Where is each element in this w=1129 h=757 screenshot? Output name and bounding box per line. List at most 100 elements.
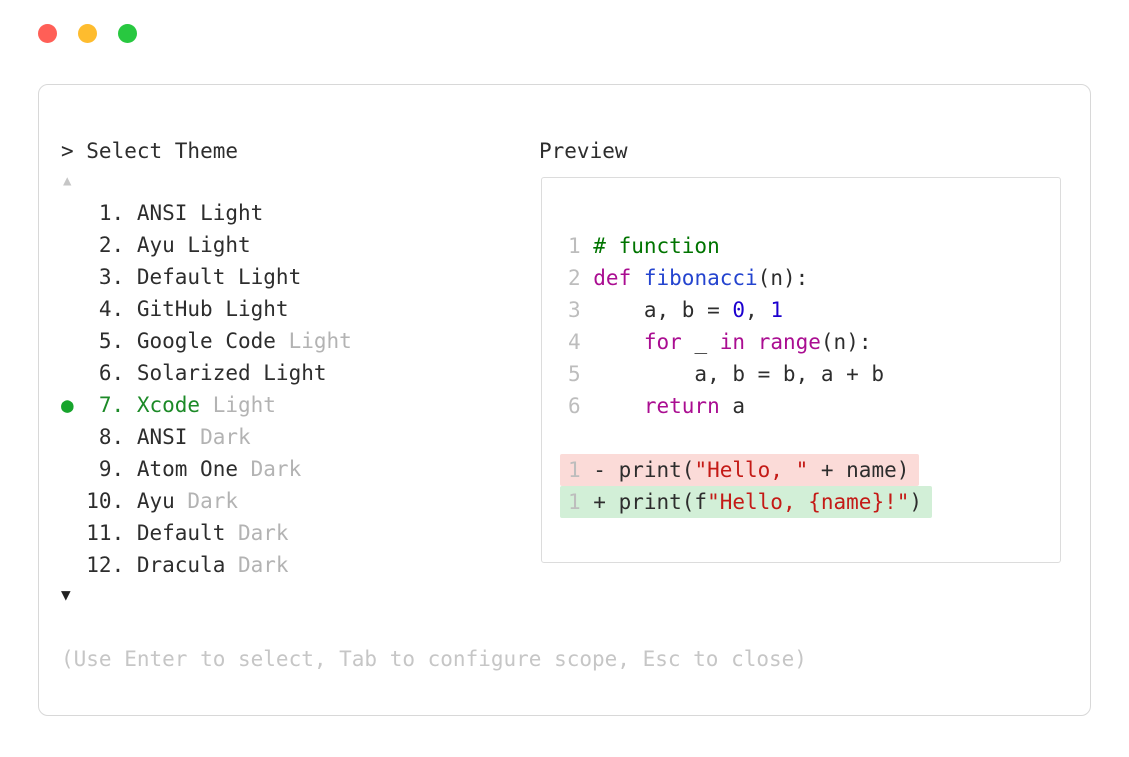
theme-item-google-code-light[interactable]: 5. Google Code Light — [61, 325, 352, 357]
theme-number: 12. — [86, 553, 125, 577]
line-number: 6 — [568, 394, 581, 418]
theme-item-solarized-light[interactable]: 6. Solarized Light — [61, 357, 352, 389]
line-number: 2 — [568, 266, 581, 290]
theme-item-default-light[interactable]: 3. Default Light — [61, 261, 352, 293]
theme-number: 3. — [98, 265, 125, 289]
theme-name: Xcode — [136, 393, 201, 417]
theme-item-ayu-light[interactable]: 2. Ayu Light — [61, 229, 352, 261]
theme-number: 6. — [98, 361, 125, 385]
scroll-up-indicator[interactable]: ▲ — [63, 173, 72, 189]
theme-item-atom-one-dark[interactable]: 9. Atom One Dark — [61, 453, 352, 485]
theme-item-ansi-light[interactable]: 1. ANSI Light — [61, 197, 352, 229]
theme-number: 10. — [86, 489, 125, 513]
line-number: 1 — [568, 234, 581, 258]
theme-suffix: Dark — [250, 457, 302, 481]
theme-name: Atom One — [136, 457, 238, 481]
select-theme-prompt: > Select Theme — [61, 139, 239, 163]
scroll-down-indicator[interactable]: ▼ — [61, 585, 71, 604]
code-token: range — [757, 330, 821, 354]
code-token — [593, 330, 644, 354]
code-token: "Hello, " — [694, 458, 809, 482]
code-token — [593, 394, 644, 418]
zoom-window-button[interactable] — [118, 24, 137, 43]
theme-item-xcode-light[interactable]: ● 7. Xcode Light — [61, 389, 352, 421]
theme-name: Ayu — [136, 233, 175, 257]
theme-number: 2. — [98, 233, 125, 257]
close-window-button[interactable] — [38, 24, 57, 43]
code-token — [631, 266, 644, 290]
theme-suffix: Light — [225, 297, 289, 321]
theme-number: 5. — [98, 329, 125, 353]
minimize-window-button[interactable] — [78, 24, 97, 43]
theme-number: 11. — [86, 521, 125, 545]
code-token: print(f — [618, 490, 708, 514]
theme-item-default-dark[interactable]: 11. Default Dark — [61, 517, 352, 549]
code-token: def — [593, 266, 632, 290]
line-number: 5 — [568, 362, 581, 386]
code-token: a, b = b, a + b — [593, 362, 885, 386]
code-line: 6 return a — [568, 390, 1060, 422]
code-token: (n): — [757, 266, 809, 290]
code-token: a, b = — [593, 298, 733, 322]
selected-marker-icon: ● — [61, 393, 74, 417]
theme-name: GitHub — [136, 297, 213, 321]
theme-item-github-light[interactable]: 4. GitHub Light — [61, 293, 352, 325]
preview-heading: Preview — [539, 139, 628, 163]
line-number: 1 — [568, 490, 581, 514]
theme-number: 4. — [98, 297, 125, 321]
theme-name: Default — [136, 265, 226, 289]
code-line: 3 a, b = 0, 1 — [568, 294, 1060, 326]
code-token: , — [745, 298, 771, 322]
theme-suffix: Light — [238, 265, 302, 289]
theme-suffix: Dark — [200, 425, 251, 449]
code-line: 5 a, b = b, a + b — [568, 358, 1060, 390]
code-token: # function — [593, 234, 720, 258]
theme-suffix: Dark — [238, 521, 289, 545]
theme-number: 8. — [98, 425, 125, 449]
diff-sign: + — [593, 490, 619, 514]
theme-suffix: Light — [288, 329, 352, 353]
theme-number: 9. — [98, 457, 125, 481]
line-number: 1 — [568, 458, 581, 482]
blank-line — [568, 422, 1060, 454]
diff-sign: - — [593, 458, 619, 482]
theme-suffix: Light — [187, 233, 251, 257]
diff-added-line: 1 + print(f"Hello, {name}!") — [560, 486, 933, 518]
theme-name: Default — [136, 521, 226, 545]
theme-suffix: Dark — [238, 553, 289, 577]
code-token: + name) — [808, 458, 910, 482]
code-token — [745, 330, 758, 354]
theme-name: Ayu — [136, 489, 175, 513]
code-token: 1 — [770, 298, 783, 322]
theme-item-dracula-dark[interactable]: 12. Dracula Dark — [61, 549, 352, 581]
theme-suffix: Light — [212, 393, 276, 417]
theme-name: ANSI — [136, 201, 188, 225]
window-controls — [38, 24, 137, 43]
code-line: 4 for _ in range(n): — [568, 326, 1060, 358]
theme-number: 1. — [98, 201, 125, 225]
code-token: "Hello, {name}!" — [707, 490, 910, 514]
code-token: ) — [909, 490, 923, 514]
theme-name: Dracula — [136, 553, 226, 577]
theme-suffix: Light — [200, 201, 264, 225]
code-token: in — [719, 330, 746, 354]
theme-number: 7. — [98, 393, 125, 417]
code-token: _ — [681, 330, 720, 354]
code-token: return — [643, 394, 720, 418]
theme-name: Solarized — [136, 361, 251, 385]
code-token: 0 — [732, 298, 746, 322]
keyboard-hint: (Use Enter to select, Tab to configure s… — [61, 647, 807, 671]
code-token: a — [719, 394, 746, 418]
theme-name: Google Code — [136, 329, 276, 353]
code-token: (n): — [820, 330, 872, 354]
theme-suffix: Light — [263, 361, 327, 385]
line-number: 4 — [568, 330, 581, 354]
code-token: print( — [618, 458, 695, 482]
